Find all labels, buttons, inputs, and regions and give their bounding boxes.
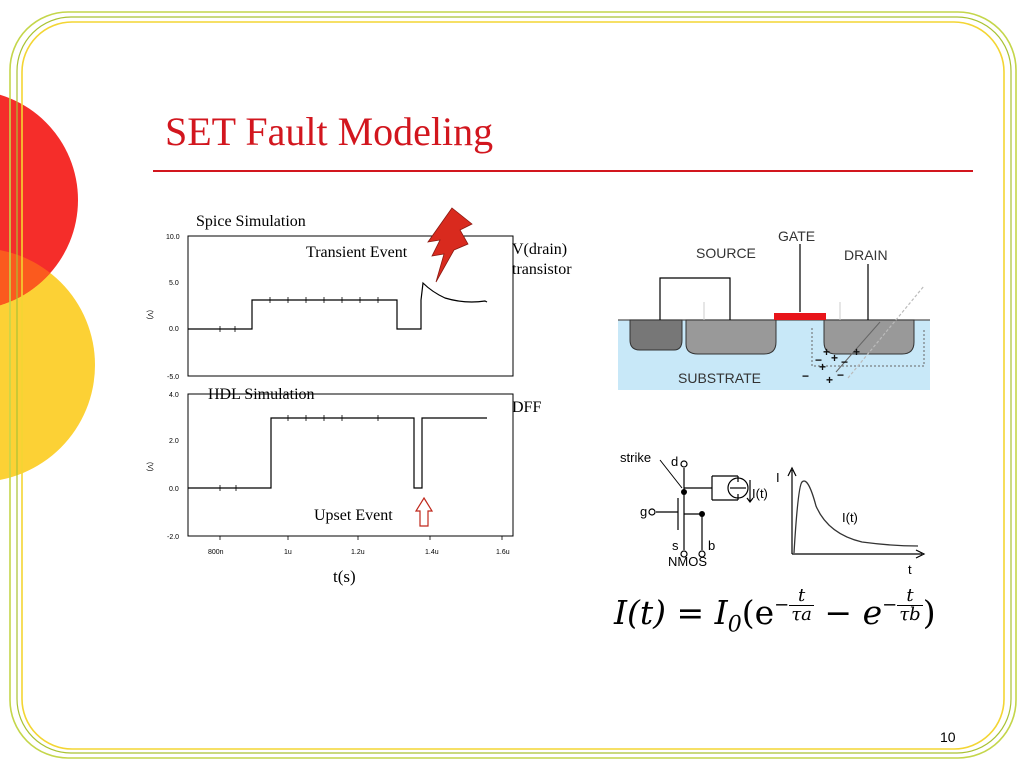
source-diffusion [685, 319, 777, 355]
current-pulse-curve [793, 480, 919, 554]
svg-text:−: − [837, 368, 844, 382]
source-well [629, 319, 683, 351]
spice-ytick: 10.0 [166, 234, 180, 241]
substrate-label: SUBSTRATE [678, 370, 761, 386]
current-source-label: I(t) [752, 486, 768, 501]
transient-event-label: Transient Event [306, 244, 408, 261]
drain-label: DRAIN [844, 247, 888, 263]
drain-diffusion [823, 319, 915, 355]
spice-plot-frame [187, 235, 514, 377]
xtick: 1u [284, 549, 292, 556]
transistor-label: transistor [512, 261, 572, 278]
outer-border [9, 11, 1017, 759]
simulation-waveforms: 10.0 5.0 0.0 -5.0 4.0 2.0 0.0 -2.0 (V) (… [146, 207, 572, 586]
svg-text:+: + [823, 345, 830, 359]
hdl-ytick: 2.0 [169, 438, 179, 445]
transistor-cross-section: −++ +−+ −+− SOURCE GATE DRAIN SUBSTRATE [618, 228, 930, 390]
current-axis-label: I [776, 470, 780, 485]
svg-text:+: + [819, 360, 826, 374]
lightning-bolt-icon [427, 207, 473, 283]
hdl-ytick: 4.0 [169, 392, 179, 399]
upset-arrow-icon [414, 496, 434, 527]
gate-oxide [774, 313, 826, 320]
title-rule [153, 170, 973, 172]
svg-text:+: + [831, 351, 838, 365]
xtick: 1.6u [496, 549, 510, 556]
svg-text:+: + [853, 345, 860, 359]
nmos-label: NMOS [668, 554, 707, 569]
svg-text:−: − [815, 353, 822, 367]
vdrain-label: V(drain) [512, 241, 567, 258]
spice-waveform [188, 281, 488, 330]
hdl-simulation-label: HDL Simulation [208, 386, 315, 403]
hdl-yunit: (V) [146, 462, 153, 471]
spice-ytick: 5.0 [169, 280, 179, 287]
svg-text:−: − [802, 369, 809, 383]
upset-event-label: Upset Event [314, 507, 393, 524]
xtick: 1.2u [351, 549, 365, 556]
xtick: 1.4u [425, 549, 439, 556]
spice-yunit: (V) [146, 310, 153, 319]
yellow-circle [0, 250, 95, 480]
source-terminal-label: s [672, 538, 679, 553]
gate-label: GATE [778, 228, 815, 244]
hdl-ytick: -2.0 [167, 534, 179, 541]
red-circle [0, 94, 78, 306]
xtick: 800n [208, 549, 224, 556]
bulk-terminal-label: b [708, 538, 715, 553]
hdl-plot-frame [187, 393, 514, 537]
dff-label: DFF [512, 399, 541, 416]
spice-ytick: 0.0 [169, 326, 179, 333]
source-label: SOURCE [696, 245, 756, 261]
gate-terminal-label: g [640, 504, 647, 519]
hdl-waveform [188, 417, 487, 489]
page-title: SET Fault Modeling [165, 109, 494, 154]
hdl-ytick: 0.0 [169, 486, 179, 493]
nmos-current-pulse-diagram: strike d g s b NMOS I(t) I t I(t) [620, 450, 926, 577]
spice-simulation-label: Spice Simulation [196, 213, 306, 230]
drain-terminal-label: d [671, 454, 678, 469]
pulse-curve-label: I(t) [842, 510, 858, 525]
inner-border [21, 21, 1005, 750]
strike-label: strike [620, 450, 651, 465]
time-axis-label: t [908, 562, 912, 577]
svg-text:+: + [826, 373, 833, 387]
page-number: 10 [940, 729, 956, 745]
x-axis-label: t(s) [333, 567, 356, 586]
svg-text:−: − [841, 355, 848, 369]
spice-ytick: -5.0 [167, 374, 179, 381]
